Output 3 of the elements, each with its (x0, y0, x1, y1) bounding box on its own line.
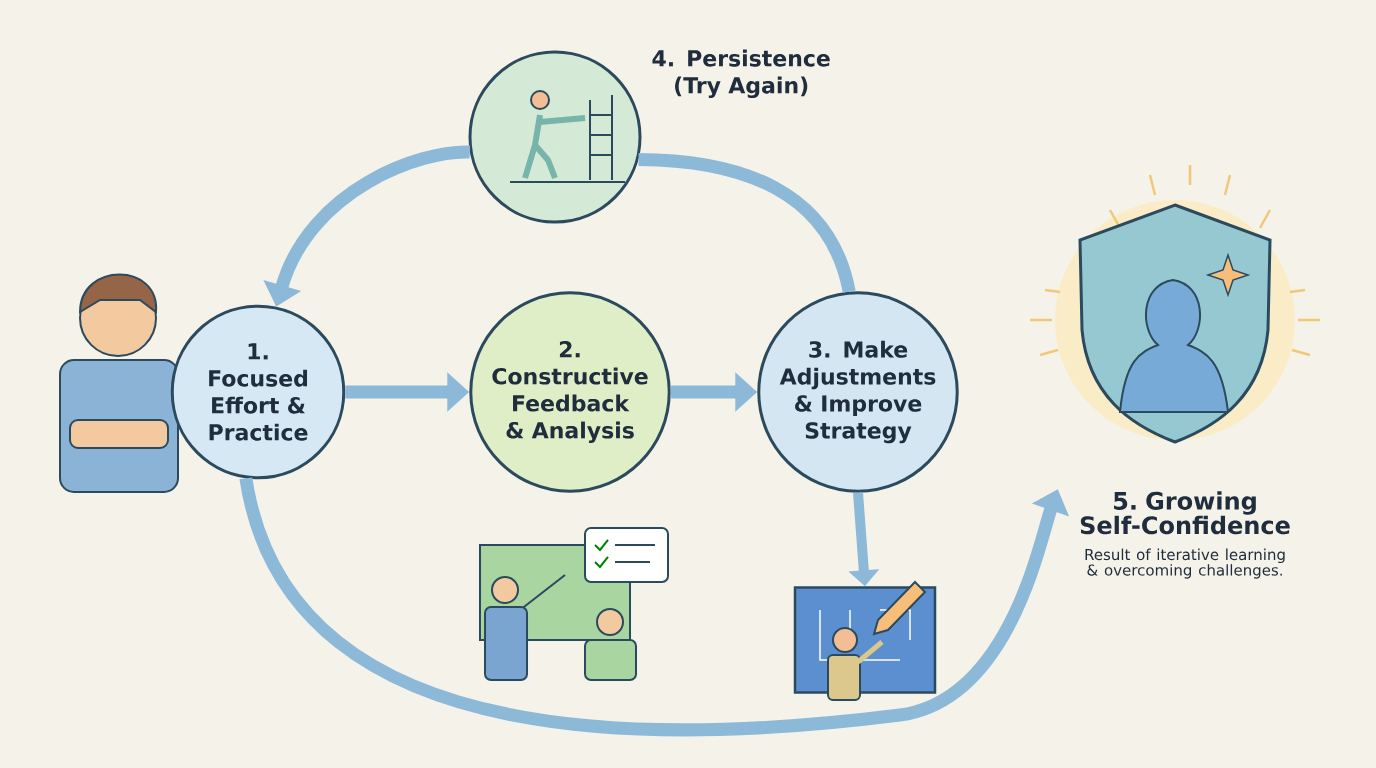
node-label: 4. Persistence (Try Again) (652, 49, 830, 99)
result-text: 5. Growing Self-Confidence Result of iterative learning & overcoming challenges. (1080, 491, 1290, 579)
blueprint-drawing (793, 580, 937, 701)
